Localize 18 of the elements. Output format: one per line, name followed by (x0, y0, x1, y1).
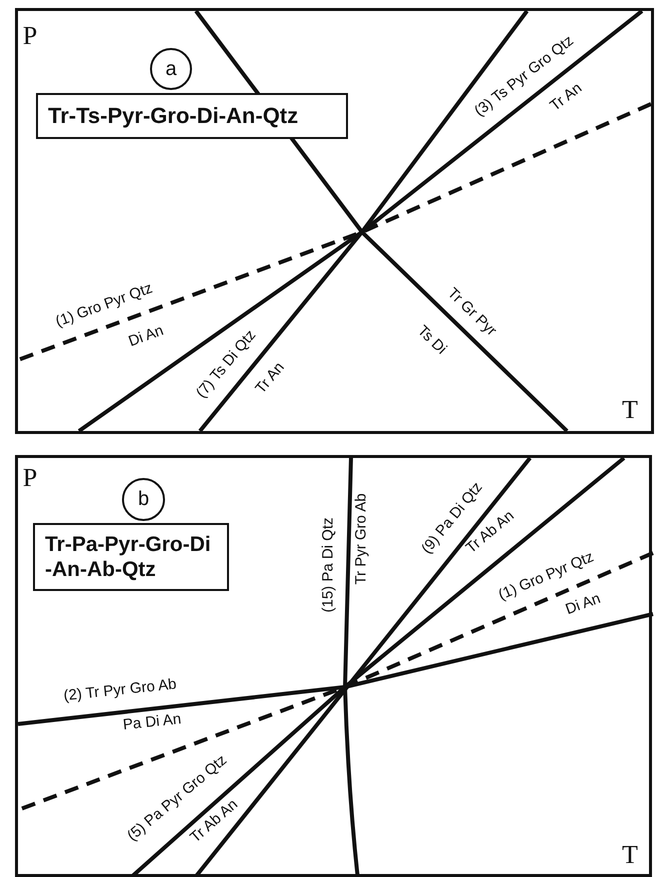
reaction-label: Tr Pyr Gro Ab (354, 493, 368, 585)
axis-label: P (22, 465, 38, 491)
diagram-panel (15, 455, 652, 877)
diagram-panel (15, 8, 654, 434)
reaction-label: Tr Ab An (188, 796, 240, 846)
reaction-label: Tr An (547, 80, 585, 114)
reaction-label: Tr An (252, 360, 288, 396)
reaction-label: Pa Di An (122, 712, 182, 732)
assemblage-box: Tr-Pa-Pyr-Gro-Di -An-Ab-Qtz (33, 523, 229, 591)
panel-letter: b (122, 478, 165, 521)
assemblage-box: Tr-Ts-Pyr-Gro-Di-An-Qtz (36, 93, 348, 139)
axis-label: T (622, 397, 638, 423)
reaction-label: Di An (564, 590, 602, 618)
reaction-label: (2) Tr Pyr Gro Ab (62, 676, 178, 704)
panel-letter: a (150, 48, 192, 90)
axis-label: T (622, 842, 638, 868)
reaction-label: (15) Pa Di Qtz (320, 517, 336, 613)
axis-label: P (22, 23, 38, 49)
